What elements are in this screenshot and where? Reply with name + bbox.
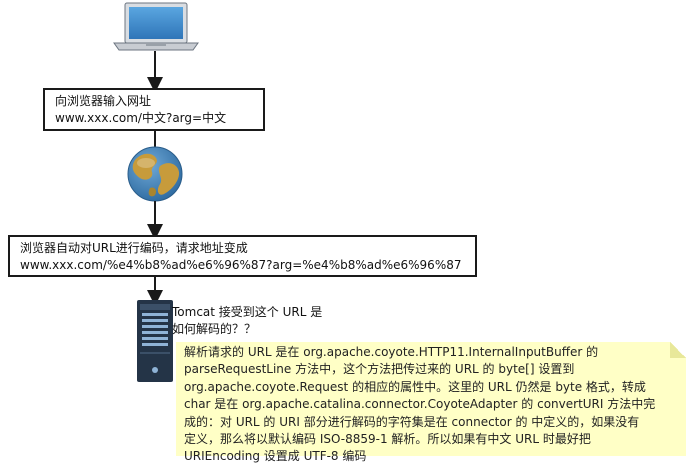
step-browser-input-title: 向浏览器输入网址 (55, 94, 152, 108)
explanation-note: 解析请求的 URL 是在 org.apache.coyote.HTTP11.In… (176, 342, 686, 463)
server-question-line-2: 如何解码的？？ (172, 322, 257, 336)
server-question-line-1: Tomcat 接受到这个 URL 是 (172, 305, 323, 319)
note-line: char 是在 org.apache.catalina.connector.Co… (184, 397, 656, 412)
server-icon (137, 300, 173, 382)
step-url-encoding: 浏览器自动对URL进行编码，请求地址变成 www.xxx.com/%e4%b8%… (8, 235, 477, 277)
step-url-encoding-title: 浏览器自动对URL进行编码，请求地址变成 (20, 241, 248, 255)
note-line: 解析请求的 URL 是在 org.apache.coyote.HTTP11.In… (184, 345, 599, 359)
note-line: 成的：对 URL 的 URI 部分进行解码的字符集是在 connector 的 … (184, 414, 640, 429)
note-fold-corner (670, 342, 686, 358)
laptop-icon (113, 2, 199, 51)
note-line: URIEncoding 设置成 UTF-8 编码 (184, 449, 367, 464)
note-line: parseRequestLine 方法中，这个方法把传过来的 URL 的 byt… (184, 362, 575, 377)
note-line: 定义，那么将以默认编码 ISO-8859-1 解析。所以如果有中文 URL 时最… (184, 432, 591, 447)
server-question-label: Tomcat 接受到这个 URL 是 如何解码的？？ (172, 304, 322, 338)
step-url-encoding-url: www.xxx.com/%e4%b8%ad%e6%96%87?arg=%e4%b… (20, 258, 462, 272)
globe-icon (127, 146, 183, 202)
step-browser-input: 向浏览器输入网址 www.xxx.com/中文?arg=中文 (43, 88, 265, 131)
step-browser-input-url: www.xxx.com/中文?arg=中文 (55, 111, 227, 125)
note-line: org.apache.coyote.Request 的相应的属性中。这里的 UR… (184, 379, 646, 394)
